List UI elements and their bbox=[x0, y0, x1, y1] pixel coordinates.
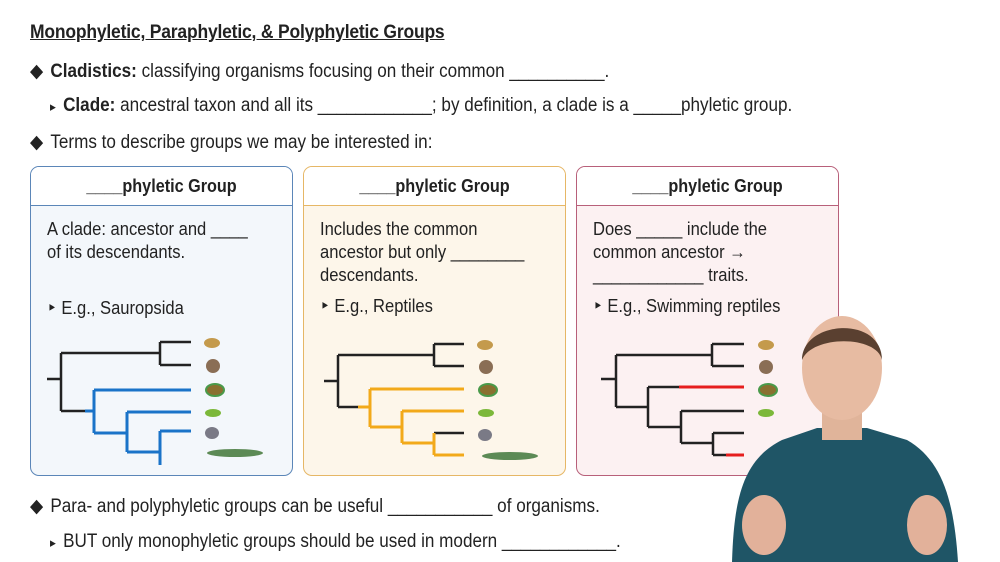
bullet-text: ancestral taxon and all its ____________… bbox=[115, 95, 793, 116]
crocodile-icon bbox=[207, 449, 263, 457]
bullet-monophyletic-modern: ▸ BUT only monophyletic groups should be … bbox=[50, 531, 621, 553]
sub-bullet-icon: ▸ bbox=[50, 99, 56, 114]
lizard-icon bbox=[205, 409, 221, 417]
kangaroo-rat-icon bbox=[479, 360, 493, 374]
box-description: Does _____ include the common ancestor →… bbox=[593, 219, 768, 285]
bullet-text: Para- and polyphyletic groups can be use… bbox=[50, 496, 600, 517]
box-header: ____phyletic Group bbox=[31, 167, 292, 206]
mouse-icon bbox=[477, 340, 493, 350]
box-example: ‣ E.g., Reptiles bbox=[320, 296, 433, 316]
lizard-icon bbox=[758, 409, 774, 417]
diamond-bullet-icon: ◆ bbox=[30, 132, 44, 153]
bullet-para-poly: ◆ Para- and polyphyletic groups can be us… bbox=[30, 495, 600, 518]
monophyletic-box: ____phyletic Group A clade: ancestor and… bbox=[30, 166, 293, 476]
box-description: Includes the common ancestor but only __… bbox=[320, 219, 525, 285]
mouse-icon bbox=[204, 338, 220, 348]
crocodile-icon bbox=[482, 452, 538, 460]
turtle-icon bbox=[478, 383, 498, 397]
polyphyletic-box: ____phyletic Group Does _____ include th… bbox=[576, 166, 839, 476]
bullet-text: BUT only monophyletic groups should be u… bbox=[63, 531, 621, 552]
box-description: A clade: ancestor and ____ of its descen… bbox=[47, 219, 248, 262]
box-header: ____phyletic Group bbox=[577, 167, 838, 206]
mouse-icon bbox=[758, 340, 774, 350]
bullet-text: classifying organisms focusing on their … bbox=[136, 61, 610, 82]
bullet-clade: ▸ Clade: ancestral taxon and all its ____… bbox=[50, 95, 792, 117]
lizard-icon bbox=[478, 409, 494, 417]
page-title: Monophyletic, Paraphyletic, & Polyphylet… bbox=[30, 22, 445, 43]
bullet-terms: ◆ Terms to describe groups we may be inte… bbox=[30, 131, 432, 154]
kangaroo-rat-icon bbox=[206, 359, 220, 373]
taxa-icons bbox=[204, 338, 263, 457]
term-label: Clade: bbox=[63, 95, 116, 116]
phylogenetic-tree-diagram bbox=[47, 338, 263, 465]
pigeon-icon bbox=[478, 429, 492, 441]
pigeon-icon bbox=[205, 427, 219, 439]
box-example: ‣ E.g., Sauropsida bbox=[47, 298, 184, 318]
turtle-icon bbox=[758, 383, 778, 397]
sub-bullet-icon: ▸ bbox=[50, 535, 56, 550]
phylogenetic-tree-diagram bbox=[601, 340, 778, 457]
diamond-bullet-icon: ◆ bbox=[30, 496, 44, 517]
paraphyletic-box: ____phyletic Group Includes the common a… bbox=[303, 166, 566, 476]
presenter-video bbox=[732, 316, 958, 562]
turtle-icon bbox=[205, 383, 225, 397]
box-example: ‣ E.g., Swimming reptiles bbox=[593, 296, 781, 316]
phylogenetic-tree-diagram bbox=[324, 340, 538, 460]
bullet-text: Terms to describe groups we may be inter… bbox=[50, 132, 433, 153]
bullet-cladistics: ◆ Cladistics: classifying organisms focus… bbox=[30, 60, 609, 83]
box-header: ____phyletic Group bbox=[304, 167, 565, 206]
term-label: Cladistics: bbox=[50, 61, 137, 82]
kangaroo-rat-icon bbox=[759, 360, 773, 374]
diamond-bullet-icon: ◆ bbox=[30, 61, 44, 82]
